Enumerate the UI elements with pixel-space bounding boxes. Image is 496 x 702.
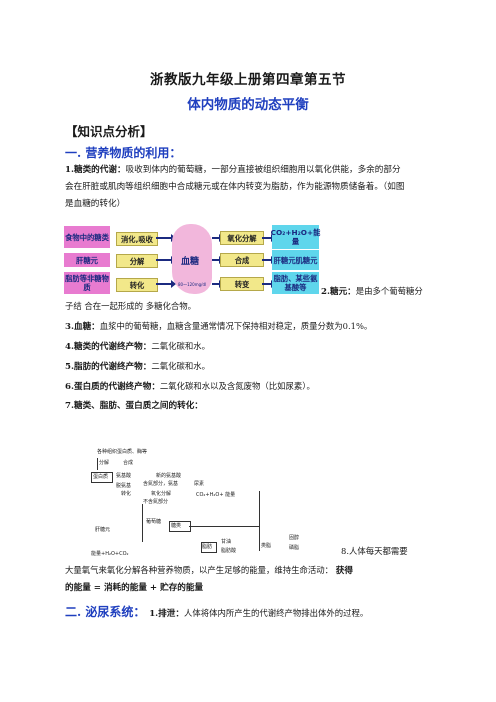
blood-sugar-diagram: 食物中的糖类 消化,吸收 肝糖元 分解 脂肪等非糖物质 转化 血糖 80～120… [64,224,320,294]
synthesize-arrow-out [262,256,276,264]
paragraph-energy-b: 大量氧气来氧化分解各种营养物质，以产生足够的能量，维持生命活动： 获得 的能量 … [65,565,353,593]
synthesize-arrow-in [212,256,224,264]
glycogen-box: 肝糖元肌糖元 [272,250,319,270]
fat-nonsugar-box: 脂肪等非糖物质 [64,272,110,294]
paragraph-sugar-metabolism: 1.糖类的代谢：吸收到体内的葡萄糖，一部分直接被组织细胞用以氧化供能，多余的部分… [65,165,405,209]
convert-arrow-in [212,280,224,288]
section-nutrient-use: 一. 营养物质的利用： [65,146,182,160]
liver-glycogen-box: 肝糖元 [64,253,110,267]
paragraph-sugar-end: 4.糖类的代谢终产物：二氧化碳和水。 [65,341,210,352]
transform-label-box: 转化 [116,278,158,292]
paragraph-glycogen-b: 子结 合在一起形成的 多糖化合物。 [65,301,196,311]
convert-arrow-out [262,280,276,288]
digest-arrow [156,234,176,242]
decompose-arrow [156,256,176,264]
paragraph-blood-sugar: 3.血糖：血浆中的葡萄糖，血糖含量通常情况下保持相对稳定，质量分数为0.1%。 [65,321,373,332]
blood-sugar-blob [172,224,212,294]
transform-arrow [156,280,176,288]
paragraph-fat-end: 5.脂肪的代谢终产物：二氧化碳和水。 [65,361,210,372]
paragraph-conversion: 7.糖类、脂肪、蛋白质之间的转化： [65,401,203,411]
label-glycogen: 2.糖元： [321,287,356,297]
oxidize-arrow-in [212,234,224,242]
knowledge-header: 【知识点分析】 [65,124,153,139]
page-title: 浙教版九年级上册第四章第五节 [150,72,346,88]
blood-sugar-label: 血糖 [181,257,200,267]
digest-label-box: 消化,吸收 [116,232,158,246]
convert-label-box: 转变 [220,277,264,291]
paragraph-energy-a: 8.人体每天都需要 [341,546,408,556]
paragraph-glycogen-a: 2.糖元：是由多个葡萄糖分 [321,286,423,297]
page-subtitle: 体内物质的动态平衡 [187,97,309,113]
conversion-diagram: 各种组织蛋白质、酶等 分解 合成 蛋白质 氨基酸 新的氨基酸 脱氨基 含氮部分，… [91,449,300,557]
blood-sugar-range: 80～120mg/dl [178,282,207,287]
decompose-label-box: 分解 [116,254,158,268]
oxidize-label-box: 氧化分解 [220,231,264,245]
food-sugar-box: 食物中的糖类 [64,226,110,248]
paragraph-protein-end: 6.蛋白质的代谢终产物：二氧化碳和水以及含氮废物（比如尿素）。 [65,381,315,392]
synthesize-label-box: 合成 [220,253,264,267]
co2-energy-box: CO₂+H₂O+能量 [271,225,320,249]
section-urinary: 二. 泌尿系统： 1.排泄：人体将体内所产生的代谢终产物排出体外的过程。 [65,605,369,619]
label-sugar-metabolism: 1.糖类的代谢： [65,165,126,175]
fat-amino-box: 脂肪、某些氨基酸等 [272,272,319,294]
